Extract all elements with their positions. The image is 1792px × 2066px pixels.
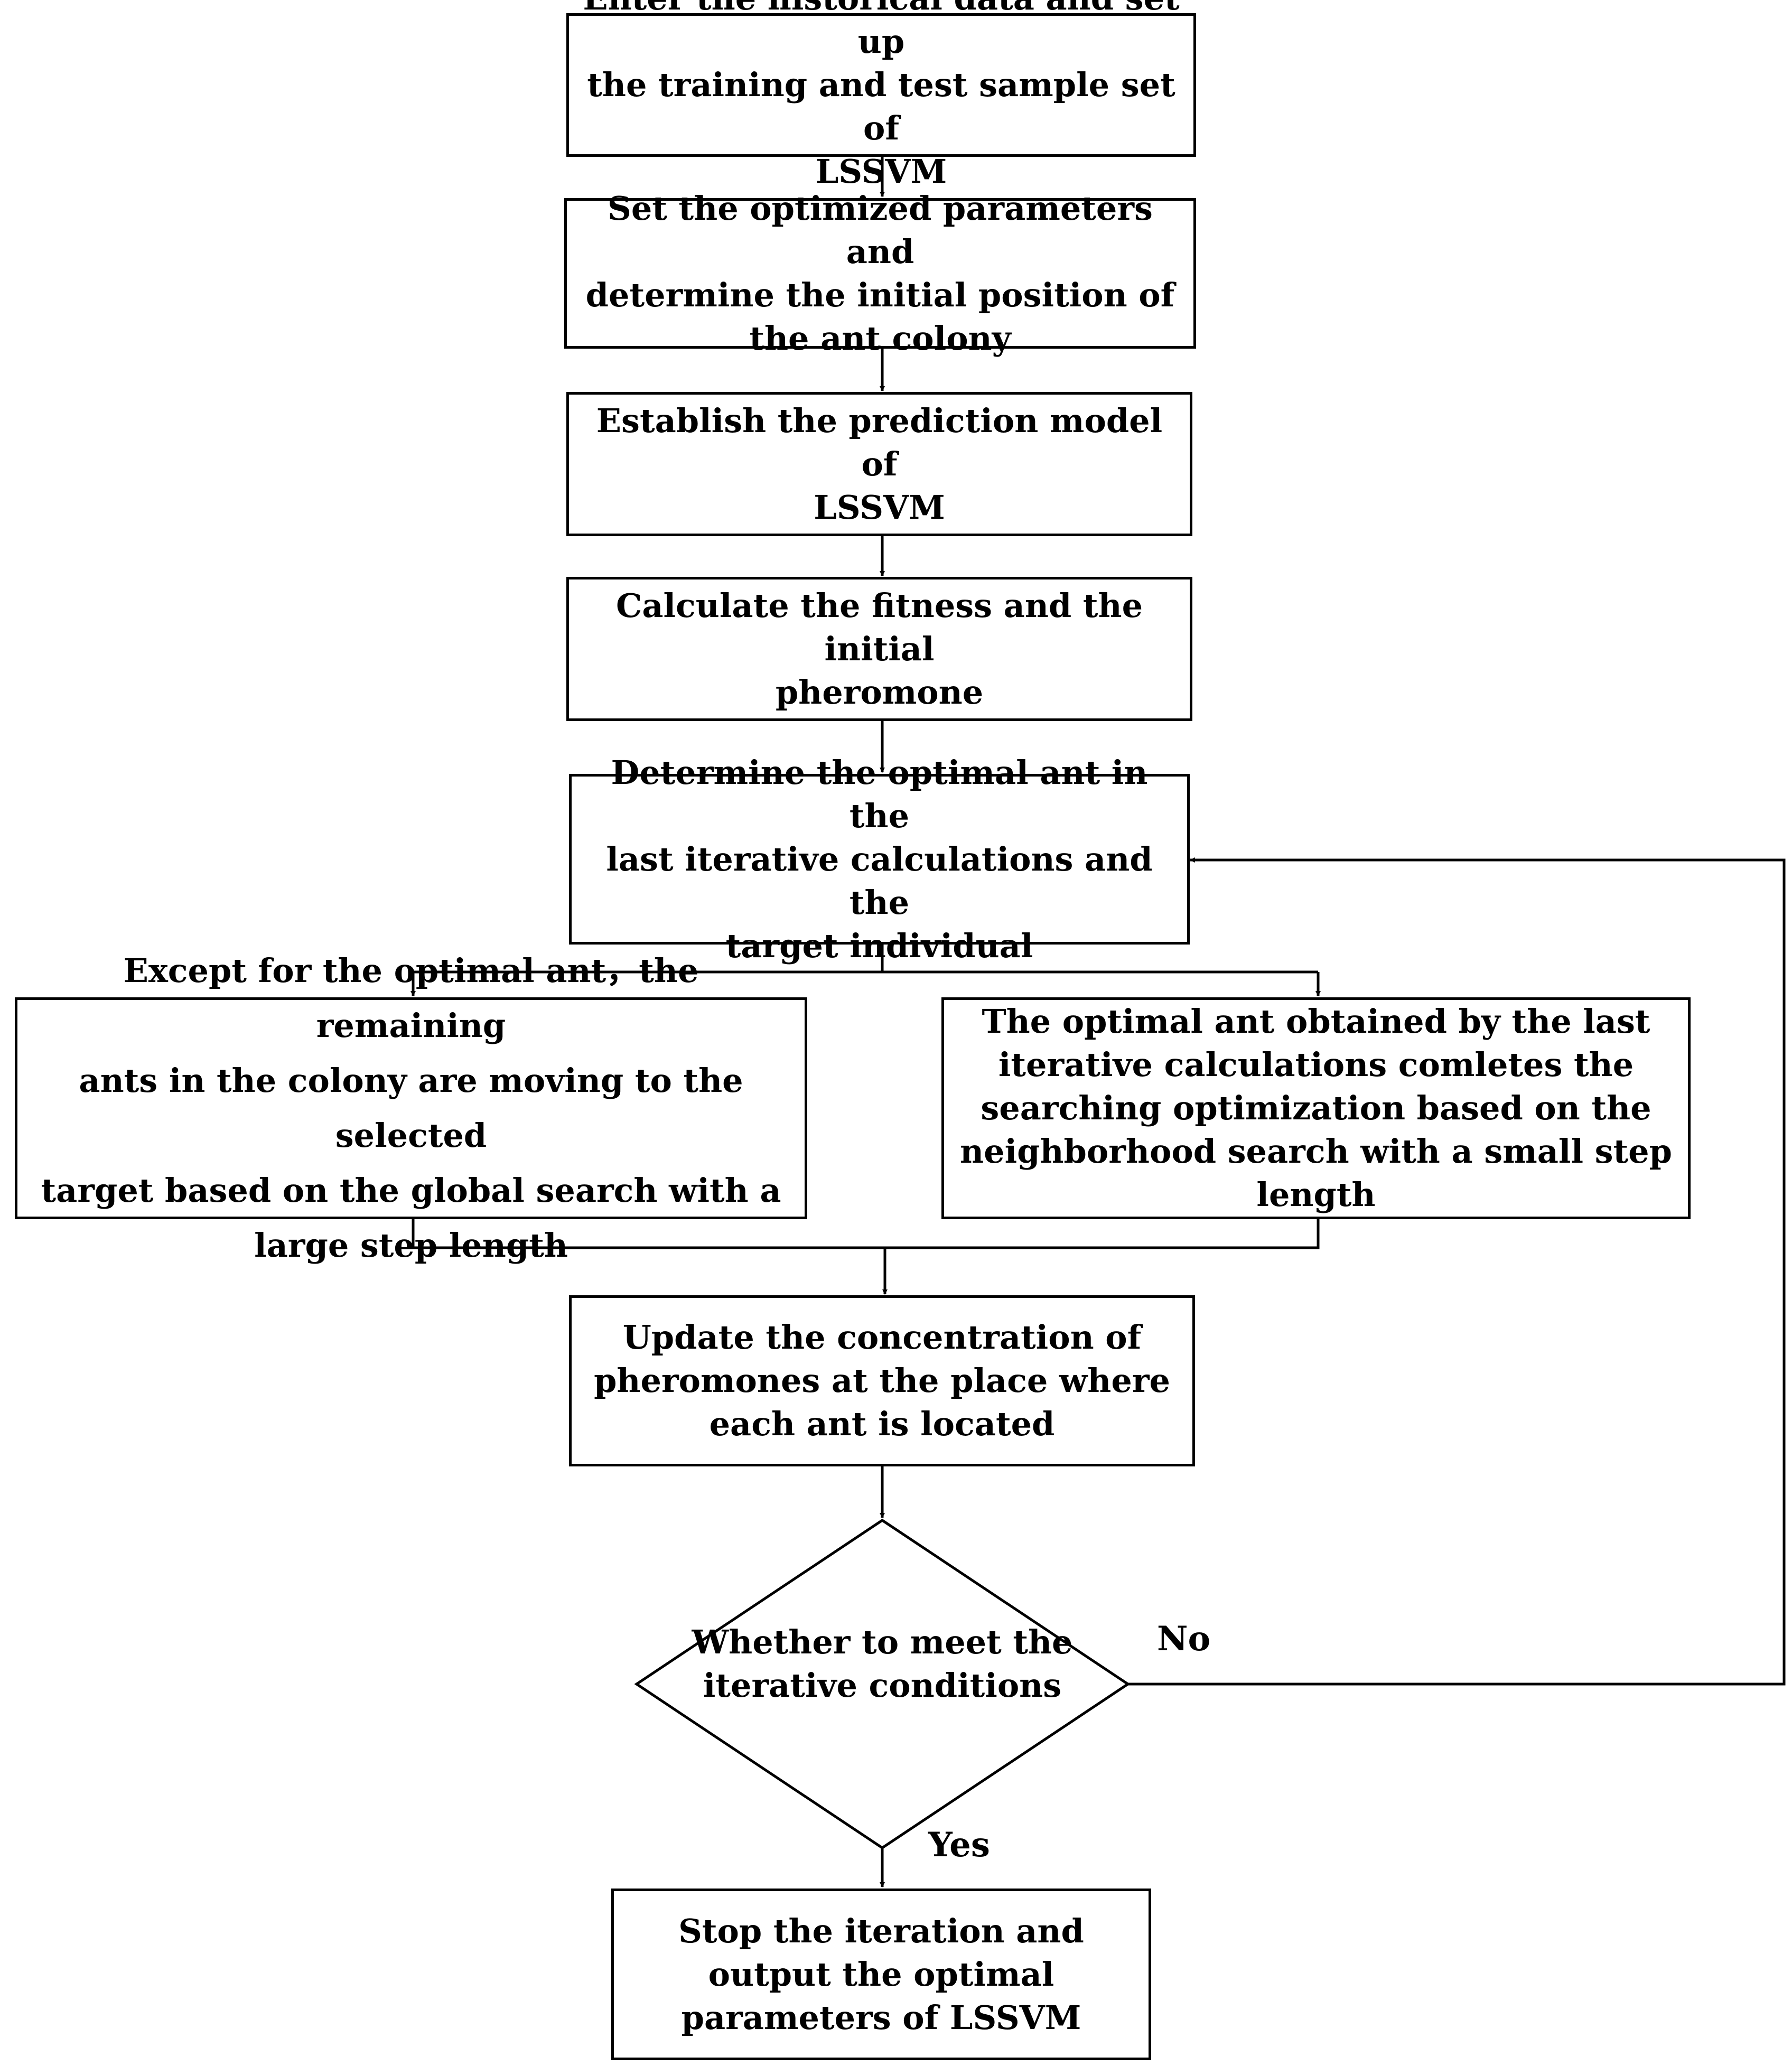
- step-calculate-fitness: Calculate the fitness and the initial ph…: [566, 577, 1192, 721]
- step-determine-optimal: Determine the optimal ant in the last it…: [569, 753, 1190, 965]
- decision-text: Whether to meet the iterative conditions: [682, 1611, 1083, 1717]
- step-update-pheromone-label: Update the concentration of pheromones a…: [594, 1318, 1170, 1443]
- step-enter-data-label: Enter the historical data and set up the…: [583, 0, 1179, 191]
- step-enter-data: Enter the historical data and set up the…: [566, 0, 1196, 191]
- step-determine-optimal-label: Determine the optimal ant in the last it…: [606, 753, 1153, 965]
- step-stop-label: Stop the iteration and output the optima…: [678, 1911, 1084, 2037]
- no-label: No: [1157, 1619, 1211, 1659]
- loop-back-connector: [1128, 857, 1786, 1686]
- step-global-search: Except for the optimal ant，the remaining…: [15, 951, 807, 1265]
- split-connector: [413, 945, 1318, 974]
- step-neighborhood-search-label: The optimal ant obtained by the last ite…: [960, 1002, 1672, 1214]
- merge-connector: [412, 1219, 1320, 1249]
- step-neighborhood-search: The optimal ant obtained by the last ite…: [941, 997, 1691, 1219]
- step-set-parameters: Set the optimized parameters and determi…: [564, 189, 1196, 358]
- yes-label: Yes: [928, 1825, 990, 1865]
- step-update-pheromone: Update the concentration of pheromones a…: [569, 1295, 1195, 1466]
- step-establish-model: Establish the prediction model of LSSVM: [566, 392, 1192, 536]
- step-stop: Stop the iteration and output the optima…: [611, 1889, 1151, 2060]
- decision-label: Whether to meet the iterative conditions: [692, 1623, 1073, 1705]
- step-establish-model-label: Establish the prediction model of LSSVM: [596, 401, 1163, 527]
- step-global-search-label: Except for the optimal ant，the remaining…: [41, 951, 781, 1265]
- step-calculate-fitness-label: Calculate the fitness and the initial ph…: [615, 586, 1143, 712]
- step-set-parameters-label: Set the optimized parameters and determi…: [585, 189, 1175, 358]
